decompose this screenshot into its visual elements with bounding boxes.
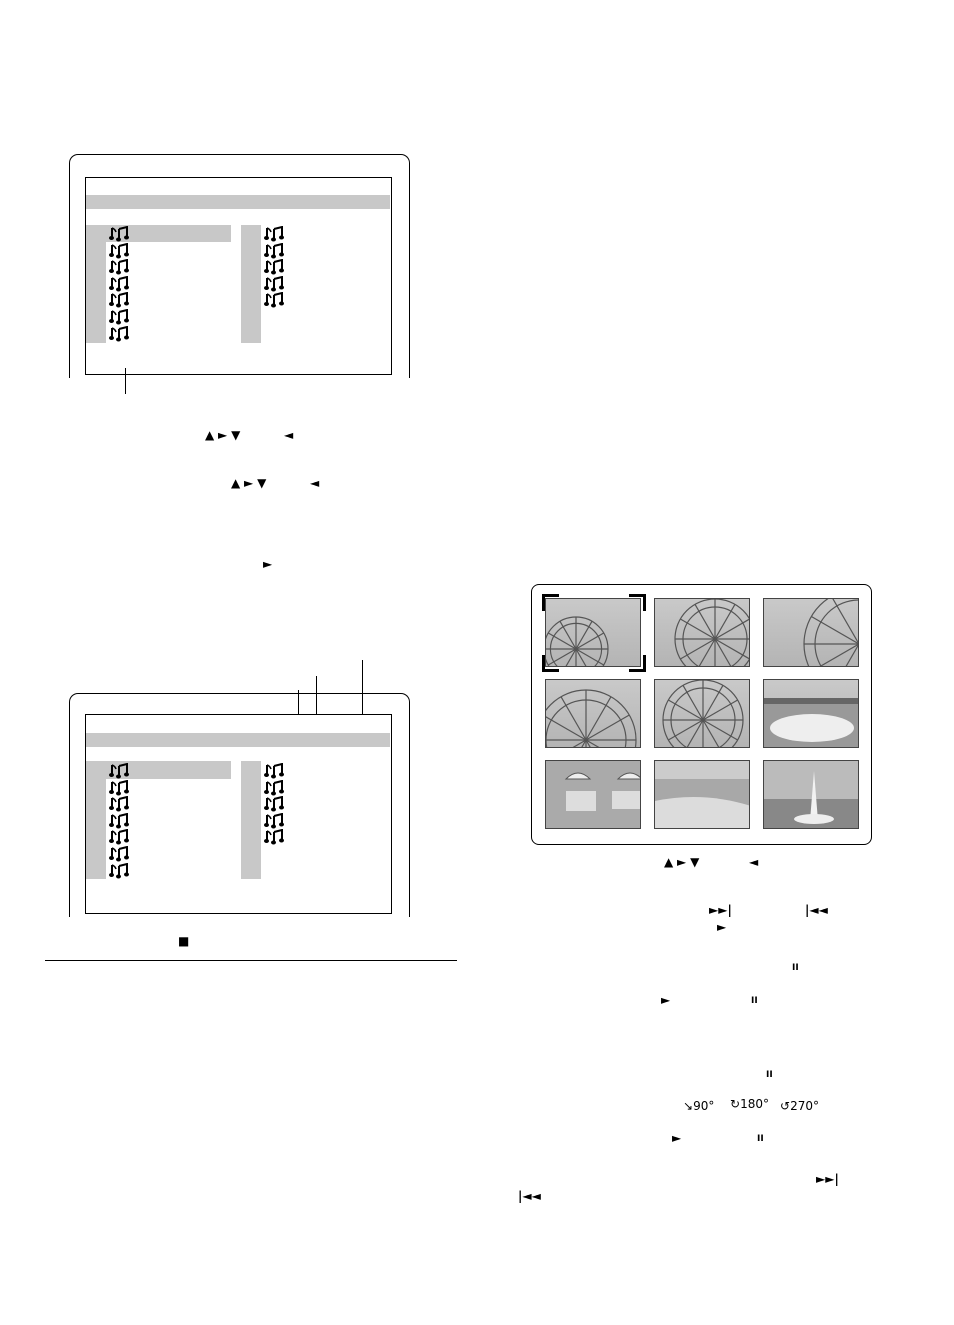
music-note-icon[interactable]: [264, 258, 284, 280]
callout-line-b: [316, 676, 317, 716]
selected-track-highlight[interactable]: [106, 225, 231, 242]
selection-bracket: [629, 594, 646, 611]
next-symbol-1: ►►|: [709, 903, 732, 917]
rotate-90-label: 90°: [693, 1099, 715, 1113]
play-symbol-2: ►: [717, 920, 727, 934]
play-symbol-3: ►: [661, 993, 671, 1007]
music-note-icon[interactable]: [264, 242, 284, 264]
music-note-icon[interactable]: [109, 325, 129, 347]
music-note-icon[interactable]: [109, 862, 129, 884]
photo-thumbnail[interactable]: [654, 679, 750, 748]
section-divider: [45, 960, 457, 961]
rotate-270-icon: ↺270°: [780, 1099, 819, 1113]
photo-thumbnail[interactable]: [545, 598, 641, 667]
tv-frame-bottom: [69, 693, 410, 917]
right-column-index: [241, 761, 261, 879]
music-note-icon[interactable]: [109, 829, 129, 850]
header-bar: [86, 195, 390, 209]
nav-arrows-2: ▲ ► ▼: [231, 476, 267, 490]
photo-thumbnail[interactable]: [545, 679, 641, 748]
pause-symbol-4: II: [757, 1134, 764, 1144]
tv-frame-top: [69, 154, 410, 378]
music-note-icon[interactable]: [109, 308, 129, 330]
music-note-icon[interactable]: [109, 779, 129, 801]
music-note-icon[interactable]: [264, 829, 284, 850]
right-column-index: [241, 225, 261, 343]
music-note-icon[interactable]: [109, 812, 129, 834]
music-note-icon[interactable]: [264, 779, 284, 801]
selection-bracket: [542, 594, 559, 611]
nav-arrows-1: ▲ ► ▼: [205, 428, 241, 442]
tv-screen-bottom: [85, 714, 392, 914]
selection-bracket: [542, 655, 559, 672]
music-note-icon[interactable]: [109, 292, 129, 313]
photo-thumbnail[interactable]: [545, 760, 641, 829]
music-note-icon[interactable]: [264, 225, 284, 247]
music-note-icon[interactable]: [109, 275, 129, 297]
music-note-icon[interactable]: [264, 275, 284, 297]
rotate-90-icon: ↘90°: [683, 1099, 715, 1113]
music-note-icon[interactable]: [109, 225, 129, 247]
music-note-icon[interactable]: [109, 242, 129, 264]
rotate-180-icon: ↻180°: [730, 1097, 769, 1111]
play-symbol-1: ►: [263, 557, 273, 571]
callout-line-a: [298, 690, 299, 716]
left-arrow-2: ◄: [310, 476, 320, 490]
prev-symbol-1: |◄◄: [805, 903, 828, 917]
music-note-icon[interactable]: [264, 795, 284, 817]
left-arrow-1: ◄: [284, 428, 294, 442]
prev-symbol-2: |◄◄: [518, 1189, 541, 1203]
left-column-index: [86, 761, 106, 879]
music-note-icon[interactable]: [264, 762, 284, 784]
music-note-icon[interactable]: [264, 812, 284, 834]
rotate-270-label: 270°: [790, 1099, 819, 1113]
selected-track-highlight[interactable]: [106, 761, 231, 779]
pause-symbol-1: II: [792, 963, 799, 973]
nav-arrows-3: ▲ ► ▼: [664, 855, 700, 869]
photo-thumbnail[interactable]: [654, 598, 750, 667]
music-note-icon[interactable]: [109, 762, 129, 784]
rotate-180-label: 180°: [740, 1097, 769, 1111]
music-note-icon[interactable]: [109, 258, 129, 280]
thumbnail-screen: [531, 584, 872, 845]
header-bar: [86, 733, 390, 747]
photo-thumbnail[interactable]: [654, 760, 750, 829]
photo-thumbnail[interactable]: [763, 598, 859, 667]
selection-bracket: [629, 655, 646, 672]
play-symbol-4: ►: [672, 1131, 682, 1145]
pause-symbol-2: II: [751, 996, 758, 1006]
pause-symbol-3: II: [766, 1070, 773, 1080]
music-note-icon[interactable]: [264, 292, 284, 313]
callout-line: [125, 368, 126, 394]
next-symbol-2: ►►|: [816, 1172, 839, 1186]
left-column-index: [86, 225, 106, 343]
stop-symbol: ■: [178, 934, 190, 948]
left-arrow-3: ◄: [749, 855, 759, 869]
callout-line-c: [362, 660, 363, 716]
tv-screen-top: [85, 177, 392, 375]
photo-thumbnail[interactable]: [763, 679, 859, 748]
photo-thumbnail[interactable]: [763, 760, 859, 829]
music-note-icon[interactable]: [109, 845, 129, 867]
music-note-icon[interactable]: [109, 795, 129, 817]
